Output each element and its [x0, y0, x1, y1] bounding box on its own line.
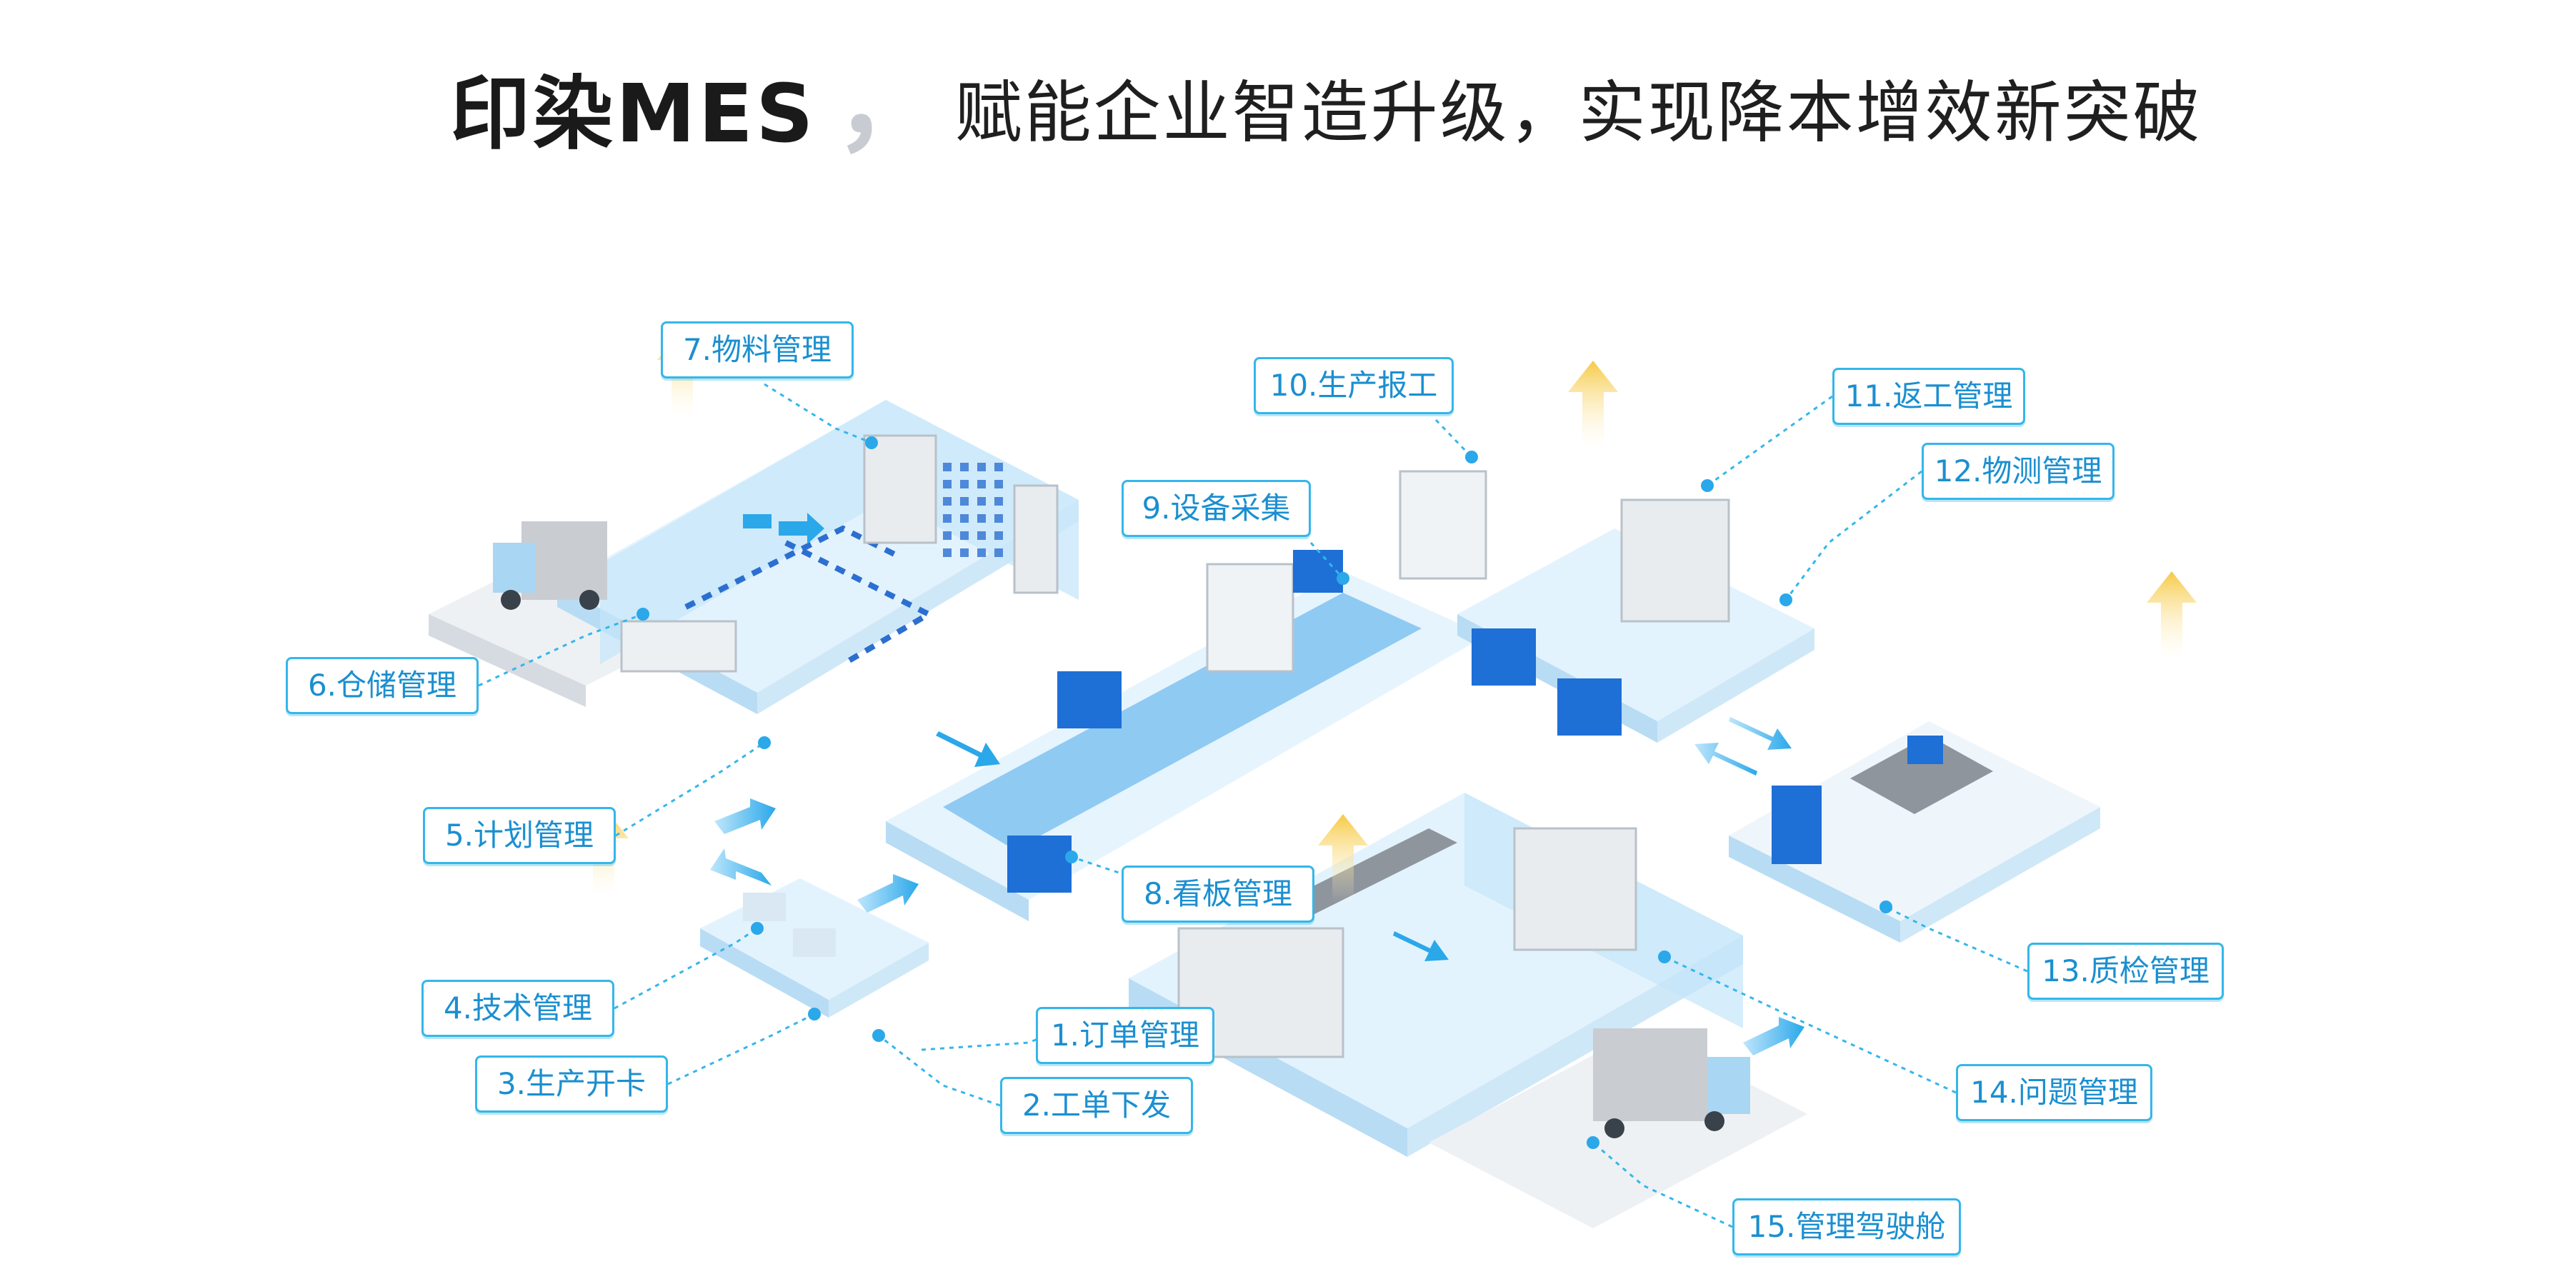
module-label-15: 15.管理驾驶舱 — [1732, 1198, 1961, 1255]
title-separator: ， — [834, 41, 942, 166]
module-label-1: 1.订单管理 — [1036, 1007, 1214, 1064]
title-brand: 印染MES — [450, 68, 817, 161]
production-line — [886, 470, 1814, 921]
warehouse-building — [429, 400, 1079, 714]
inspection-platform — [1729, 721, 2100, 943]
page-title: 印染MES ， 赋能企业智造升级，实现降本增效新突破 — [450, 42, 2202, 166]
module-label-4: 4.技术管理 — [421, 980, 614, 1037]
module-label-12: 12.物测管理 — [1922, 443, 2115, 500]
flow-arrows — [710, 717, 1804, 1055]
module-label-6: 6.仓储管理 — [286, 657, 479, 714]
module-label-5: 5.计划管理 — [423, 807, 616, 864]
module-label-8: 8.看板管理 — [1122, 866, 1314, 923]
module-label-9: 9.设备采集 — [1122, 480, 1311, 537]
office-platform — [700, 878, 929, 1018]
module-label-11: 11.返工管理 — [1832, 368, 2025, 425]
module-label-10: 10.生产报工 — [1254, 357, 1454, 414]
title-slogan: 赋能企业智造升级，实现降本增效新突破 — [954, 74, 2202, 152]
module-label-7: 7.物料管理 — [661, 321, 854, 378]
module-label-13: 13.质检管理 — [2027, 943, 2224, 1000]
module-label-14: 14.问题管理 — [1956, 1064, 2152, 1121]
leader-lines — [478, 383, 2028, 1228]
main-workshop — [1129, 793, 1807, 1228]
module-label-3: 3.生产开卡 — [475, 1055, 668, 1113]
module-label-2: 2.工单下发 — [1000, 1077, 1193, 1134]
